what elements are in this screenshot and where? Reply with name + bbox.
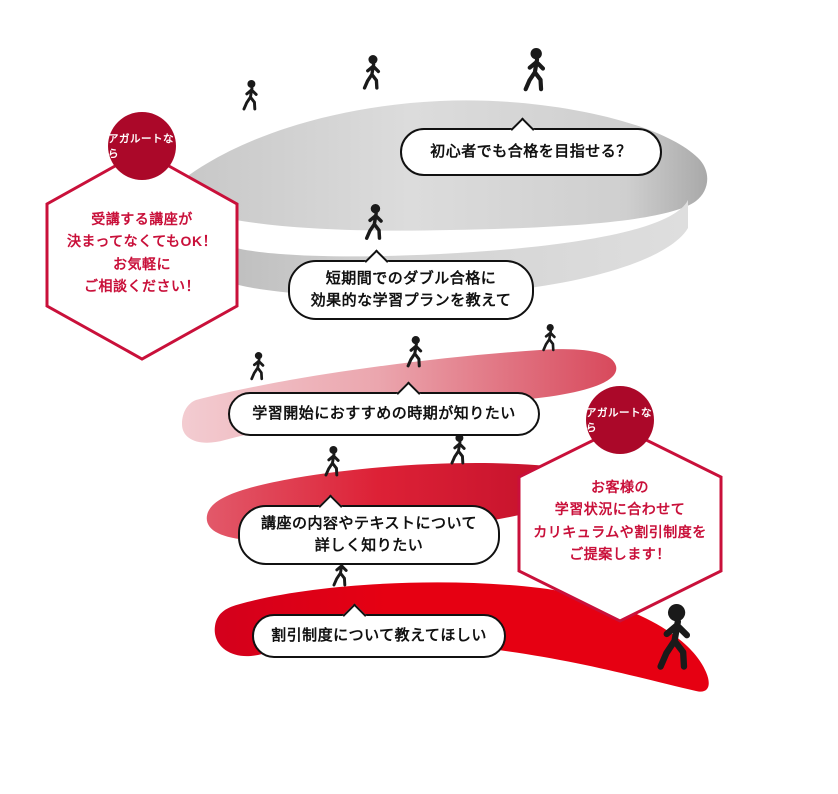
agaroot-badge-left: アガルートなら 受講する講座が 決まってなくてもOK！ お気軽に ご相談ください… (44, 112, 240, 364)
walking-person-icon (526, 48, 543, 89)
speech-bubble-study-plan: 短期間でのダブル合格に 効果的な学習プランを教えて (288, 249, 534, 320)
bubble-text: 講座の内容やテキストについて 詳しく知りたい (260, 515, 478, 554)
agaroot-badge-label: アガルートなら (586, 386, 654, 454)
badge-message: お客様の 学習状況に合わせて カリキュラムや割引制度を ご提案します！ (533, 479, 707, 563)
walking-person-icon (542, 322, 556, 352)
agaroot-badge-right: アガルートなら お客様の 学習状況に合わせて カリキュラムや割引制度を ご提案し… (516, 384, 724, 636)
walking-person-icon (242, 78, 258, 111)
walking-person-icon (324, 444, 340, 477)
badge-message: 受講する講座が 決まってなくてもOK！ お気軽に ご相談ください！ (66, 211, 218, 295)
speech-bubble-start-timing: 学習開始におすすめの時期が知りたい (228, 381, 540, 436)
speech-bubble-discount: 割引制度について教えてほしい (252, 603, 506, 658)
badge-label-text: アガルートなら (108, 133, 174, 160)
walking-person-icon (406, 334, 423, 368)
bubble-text: 学習開始におすすめの時期が知りたい (252, 405, 516, 423)
walking-person-icon (362, 53, 381, 90)
bubble-text: 初心者でも合格を目指せる？ (430, 143, 632, 161)
speech-bubble-beginner: 初心者でも合格を目指せる？ (400, 117, 662, 176)
walking-person-icon (250, 350, 265, 381)
hexagon-shape (517, 425, 723, 623)
bubble-text: 短期間でのダブル合格に 効果的な学習プランを教えて (310, 270, 512, 309)
badge-label-text: アガルートなら (586, 407, 652, 434)
speech-bubble-course-content: 講座の内容やテキストについて 詳しく知りたい (238, 494, 500, 565)
hexagon-shape (45, 149, 239, 361)
walking-person-icon (450, 432, 466, 465)
bubble-text: 割引制度について教えてほしい (271, 627, 487, 645)
agaroot-badge-label: アガルートなら (108, 112, 176, 180)
